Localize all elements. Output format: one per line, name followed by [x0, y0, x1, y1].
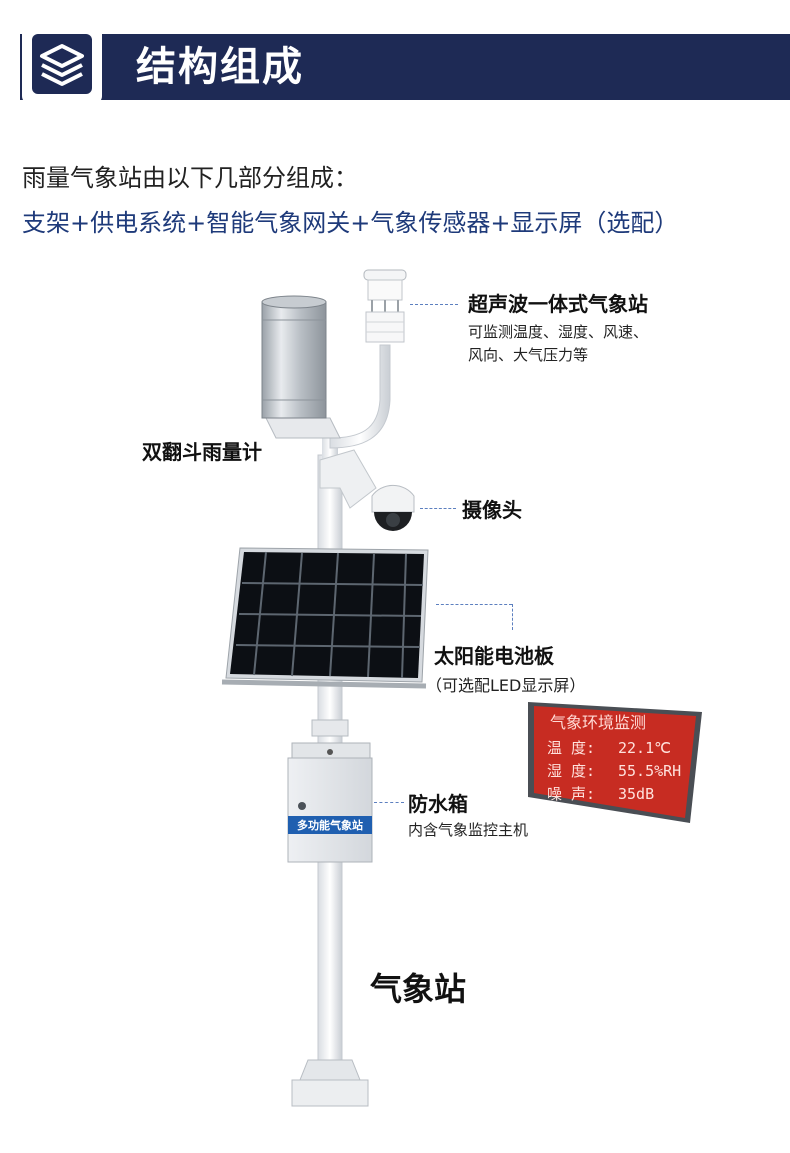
box-title: 防水箱: [408, 792, 468, 816]
led-row-value: 35dB: [618, 785, 654, 803]
box-plate-label: 多功能气象站: [297, 818, 363, 832]
header-bar: [20, 34, 790, 100]
led-row-label: 温 度:: [547, 739, 595, 757]
led-title: 气象环境监测: [550, 713, 646, 732]
camera: [371, 484, 415, 531]
leader-line: [512, 604, 513, 630]
rain-gauge: [261, 295, 327, 419]
weather-station-illustration: 多功能气象站 气象环境监测 温 度: 22.1℃ 湿 度: 55.5%RH 噪 …: [221, 269, 702, 1107]
waterproof-box: 多功能气象站: [287, 742, 373, 863]
solar-panel-note: （可选配LED显示屏）: [426, 676, 586, 695]
led-row-label: 湿 度:: [547, 762, 595, 780]
leader-line: [374, 802, 404, 803]
station-caption: 气象站: [370, 970, 467, 1008]
layers-icon: [22, 24, 102, 104]
ultrasonic-desc: 风向、大气压力等: [468, 346, 589, 364]
leader-line: [410, 304, 458, 305]
led-row-value: 22.1℃: [618, 739, 671, 757]
components-summary: 支架+供电系统+智能气象网关+气象传感器+显示屏（选配）: [22, 209, 679, 237]
solar-panel: [221, 547, 429, 689]
ultrasonic-desc: 可监测温度、湿度、风速、: [468, 323, 649, 341]
ultrasonic-sensor: [363, 269, 407, 343]
solar-panel-title: 太阳能电池板: [434, 644, 554, 668]
leader-line: [436, 604, 512, 605]
led-row-value: 55.5%RH: [618, 762, 681, 780]
rain-gauge-title: 双翻斗雨量计: [142, 440, 262, 464]
ultrasonic-title: 超声波一体式气象站: [468, 292, 648, 316]
page-title: 结构组成: [136, 44, 304, 90]
intro-text: 雨量气象站由以下几部分组成：: [22, 164, 358, 192]
camera-title: 摄像头: [462, 498, 522, 522]
box-desc: 内含气象监控主机: [408, 821, 529, 839]
led-display: 气象环境监测 温 度: 22.1℃ 湿 度: 55.5%RH 噪 声: 35dB: [528, 702, 702, 823]
led-row-label: 噪 声:: [547, 785, 595, 803]
leader-line: [420, 508, 456, 509]
